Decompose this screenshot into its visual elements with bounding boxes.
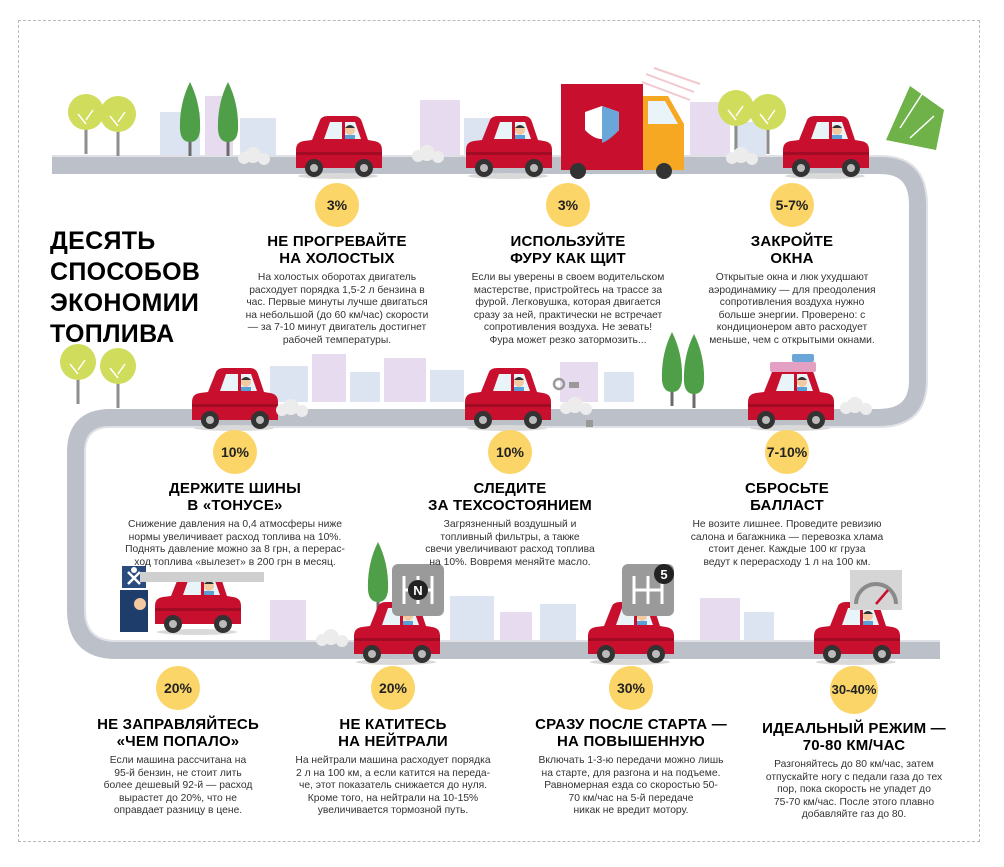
percent-badge: 20%	[156, 666, 200, 710]
percent-badge: 10%	[213, 430, 257, 474]
fuel-pump	[120, 566, 264, 632]
dashed-frame	[18, 20, 980, 842]
percent-badge: 30-40%	[830, 666, 878, 714]
skyline-row-2	[270, 354, 634, 402]
tip-heading: СРАЗУ ПОСЛЕ СТАРТА —НА ПОВЫШЕННУЮ	[535, 716, 727, 750]
gear-neutral-label: N	[413, 583, 422, 598]
gear-shift-neutral	[392, 564, 444, 616]
tip-ideal-speed: 30-40% ИДЕАЛЬНЫЙ РЕЖИМ —70-80 КМ/ЧАС Раз…	[744, 666, 964, 822]
roof-luggage	[770, 354, 816, 372]
percent-badge: 7-10%	[765, 430, 809, 474]
gear-fifth-label: 5	[660, 567, 667, 582]
percent-badge: 3%	[546, 183, 590, 227]
road	[52, 156, 940, 659]
infographic-title: ДЕСЯТЬ СПОСОБОВ ЭКОНОМИИ ТОПЛИВА	[50, 227, 201, 348]
speedometer-icon	[850, 570, 902, 610]
percent-badge: 20%	[371, 666, 415, 710]
gear-shift-fifth	[622, 564, 674, 616]
percent-badge: 5-7%	[770, 183, 814, 227]
percent-badge: 3%	[315, 183, 359, 227]
percent-badge: 30%	[609, 666, 653, 710]
tip-heading: НЕ ЗАПРАВЛЯЙТЕСЬ«ЧЕМ ПОПАЛО»	[97, 716, 259, 750]
trees	[59, 82, 944, 616]
tip-fuel-grade: 20% НЕ ЗАПРАВЛЯЙТЕСЬ«ЧЕМ ПОПАЛО» Если ма…	[68, 666, 288, 818]
truck	[561, 67, 701, 179]
percent-badge: 10%	[488, 430, 532, 474]
tip-heading: ИДЕАЛЬНЫЙ РЕЖИМ —70-80 КМ/ЧАС	[762, 720, 946, 754]
engine-parts	[552, 377, 593, 427]
tip-upshift: 30% СРАЗУ ПОСЛЕ СТАРТА —НА ПОВЫШЕННУЮ Вк…	[516, 666, 746, 818]
